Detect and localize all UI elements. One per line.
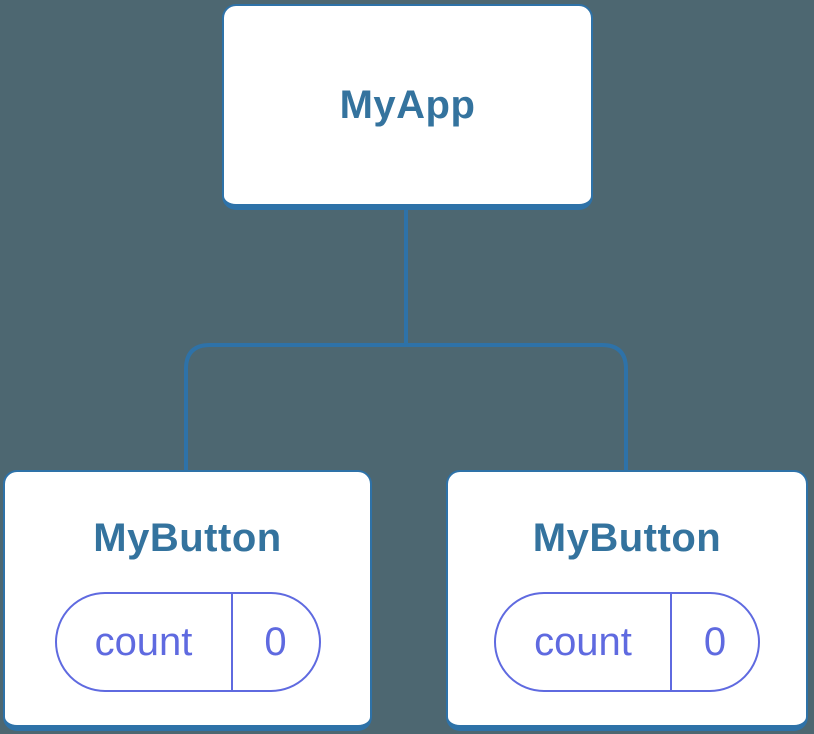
- state-value: 0: [264, 619, 287, 664]
- state-name: count: [94, 619, 193, 664]
- branch-line: [184, 343, 628, 472]
- node-title: MyButton: [93, 516, 282, 560]
- pill-divider: [230, 594, 233, 690]
- state-value: 0: [703, 619, 727, 664]
- pill-divider: [670, 594, 672, 690]
- node-card-mybutton-right: MyButton count 0: [446, 470, 808, 731]
- node-card-myapp: MyApp: [222, 4, 593, 210]
- node-card-mybutton-left: MyButton count 0: [3, 470, 372, 731]
- node-title: MyApp: [339, 83, 476, 127]
- node-title: MyButton: [532, 516, 722, 560]
- state-name: count: [534, 619, 632, 664]
- state-pill: count 0: [54, 592, 321, 692]
- state-pill: count 0: [494, 592, 760, 692]
